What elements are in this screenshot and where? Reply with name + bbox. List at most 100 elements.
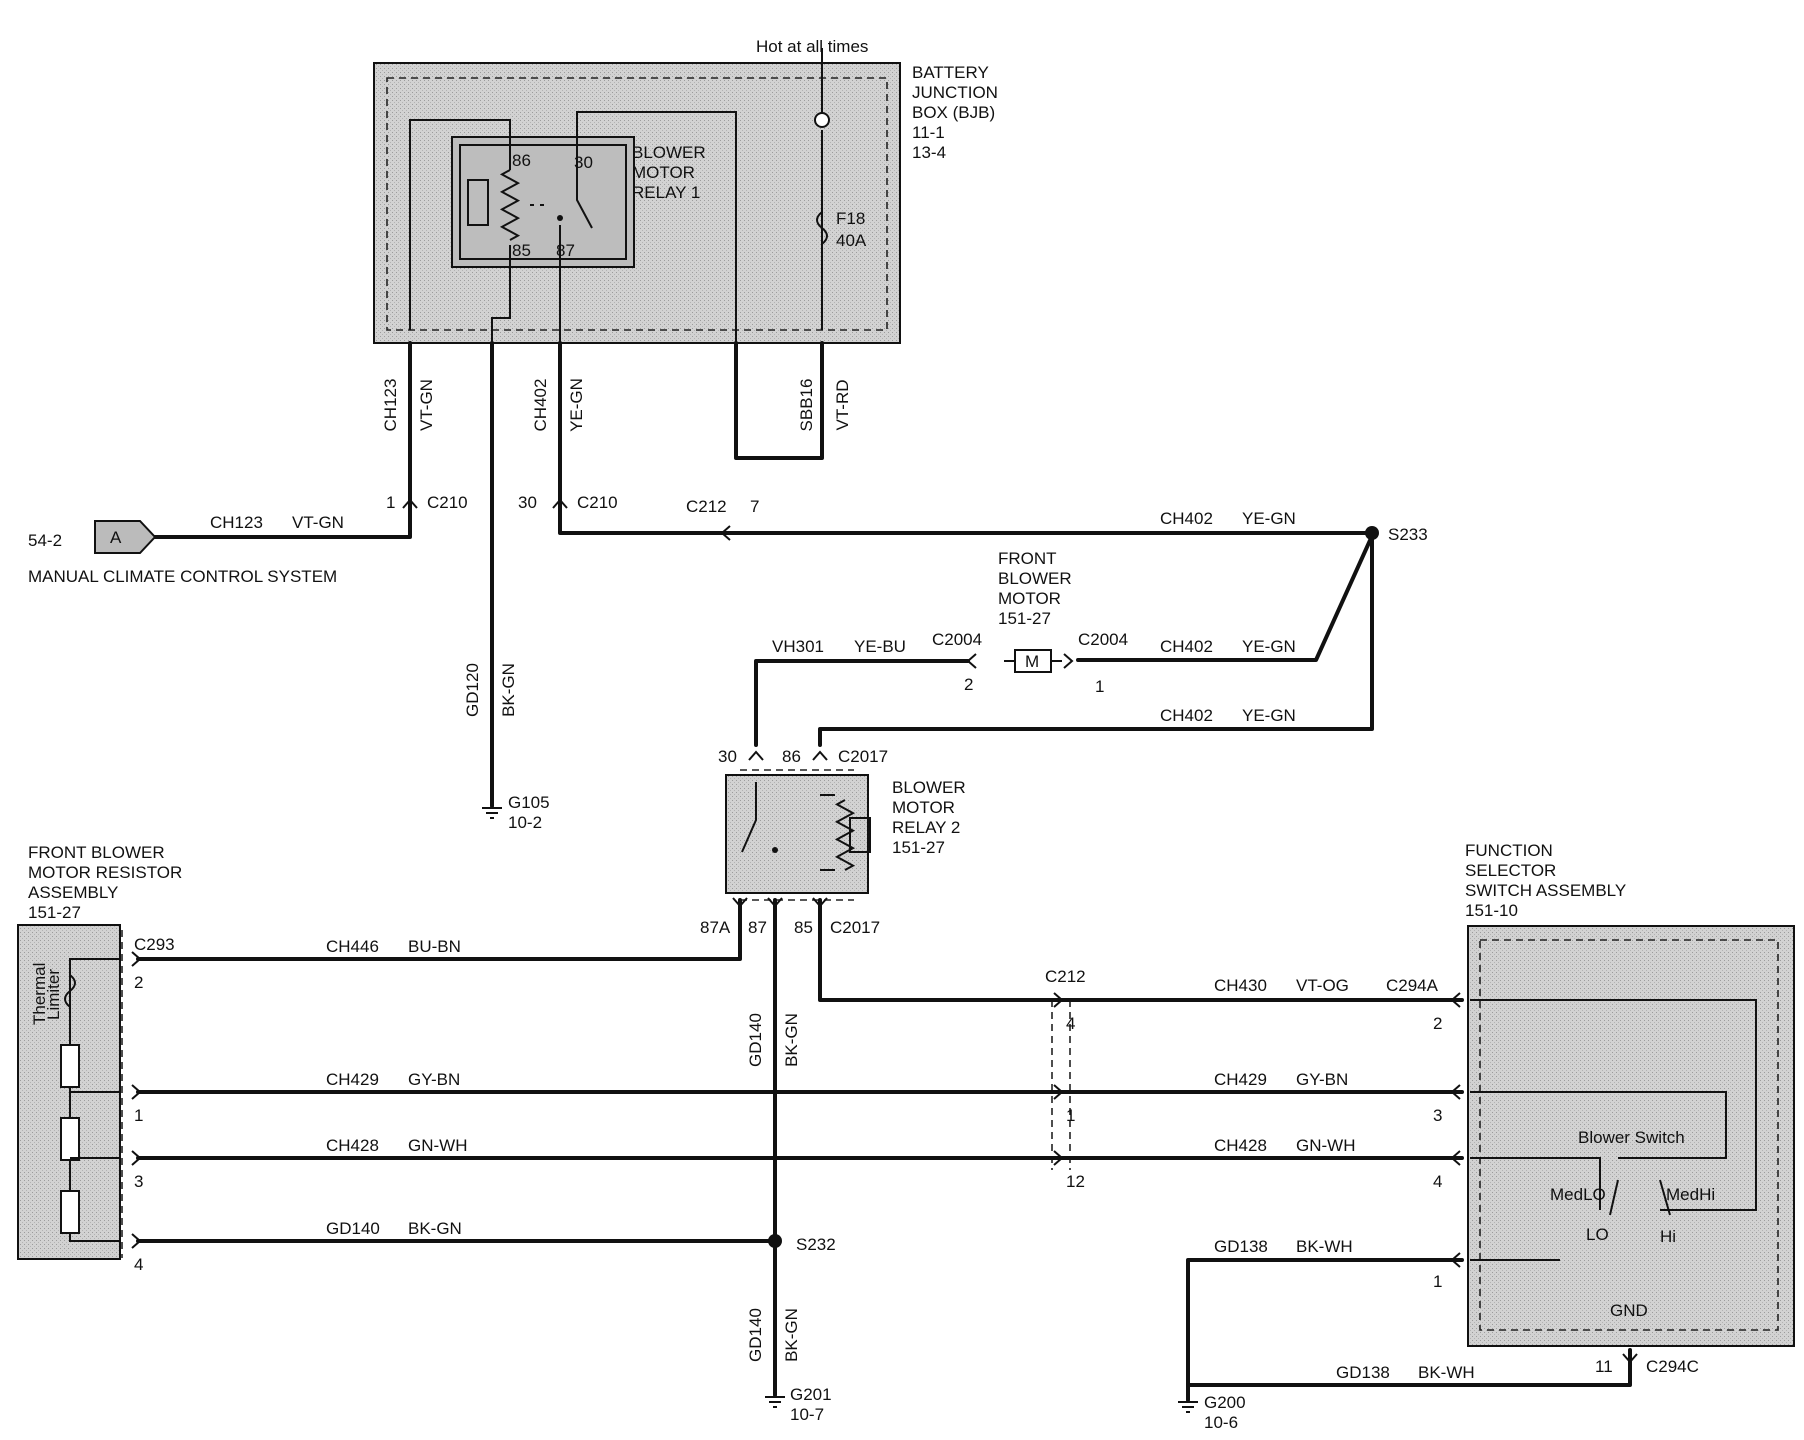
relay2-pin85-arrow: [812, 897, 828, 908]
selector-assembly-label-line-1: FUNCTION: [1465, 841, 1553, 860]
wire-ch402-c210-color: YE-GN: [1242, 509, 1296, 528]
relay2-pin-87: 87: [748, 918, 767, 937]
relay1-inner: [459, 144, 627, 260]
c294a-pin2-arrow: [1450, 992, 1461, 1008]
wire-ch402-relay2-circuit: CH402: [1160, 706, 1213, 725]
c212-pin7-arrow: [720, 525, 731, 541]
relay2-pin-30: 30: [718, 747, 737, 766]
wire-ch446-circuit: CH446: [326, 937, 379, 956]
wire-gd120-vertical-color: BK-GN: [499, 663, 518, 717]
wire-gd138-bk-wh-upper: [1186, 1258, 1464, 1402]
wire-gd138-lower-circuit: GD138: [1336, 1363, 1390, 1382]
front-blower-motor-label-line-3: MOTOR: [998, 589, 1061, 608]
relay1-label-line-1: BLOWER: [632, 143, 706, 162]
ground-g201-id: G201: [790, 1385, 832, 1404]
wire-ch429-right-circuit: CH429: [1214, 1070, 1267, 1089]
relay2-pin-85: 85: [794, 918, 813, 937]
wire-ch430-vt-og: [818, 898, 1464, 1002]
wire-ch430-color: VT-OG: [1296, 976, 1349, 995]
switch-pos-lo: LO: [1586, 1225, 1609, 1244]
switch-pos-hi: Hi: [1660, 1227, 1676, 1246]
resistor-taps: [70, 1091, 120, 1159]
relay2-pin86-arrow: [812, 750, 828, 761]
wire-relay1-85-internal: [491, 245, 511, 343]
wire-vh301-circuit: VH301: [772, 637, 824, 656]
selector-assembly-label-line-2: SELECTOR: [1465, 861, 1556, 880]
relay1-box: [451, 136, 635, 268]
relay1-pin-30: 30: [574, 153, 593, 172]
selector-gnd-label: GND: [1610, 1301, 1648, 1320]
wire-gd140-upper-vertical-circuit: GD140: [746, 1013, 765, 1067]
bjb-dashed-outline: [386, 77, 888, 331]
c210-label-a: C210: [427, 493, 468, 512]
wire-gd138-lower-color: BK-WH: [1418, 1363, 1475, 1382]
selector-pin-1: 1: [1433, 1272, 1442, 1291]
wire-ch402-motor-circuit: CH402: [1160, 637, 1213, 656]
wire-ch123-vt-gn-horizontal: [150, 496, 412, 539]
c294a-pin1-arrow: [1450, 1252, 1461, 1268]
wire-ch428-right-color: GN-WH: [1296, 1136, 1355, 1155]
relay2-coil-leads: [820, 794, 835, 871]
wire-vh301-color: YE-BU: [854, 637, 906, 656]
c212-pin-12: 12: [1066, 1172, 1085, 1191]
relay2-pin-86: 86: [782, 747, 801, 766]
c294a-label: C294A: [1386, 976, 1439, 995]
relay2-label-line-4: 151-27: [892, 838, 945, 857]
c2017-label-top: C2017: [838, 747, 888, 766]
splice-s232: [768, 1234, 782, 1248]
ground-g200-ref: 10-6: [1204, 1413, 1238, 1432]
wire-relay1-30-internal: [576, 111, 737, 343]
resistor-pin-1: 1: [134, 1106, 143, 1125]
wire-ch402-vertical-color: YE-GN: [567, 378, 586, 432]
ground-g200-id: G200: [1204, 1393, 1246, 1412]
thermal-limiter-word-2: Limiter: [44, 969, 63, 1020]
relay1-contact-87: [557, 215, 563, 221]
wire-ch402-ye-gn-c210: [558, 341, 1374, 535]
resistor-assembly-label-line-3: ASSEMBLY: [28, 883, 118, 902]
bjb-label-line-4: 11-1: [912, 123, 945, 142]
relay2-pin87a-arrow: [732, 897, 748, 908]
resistor-pin-4: 4: [134, 1255, 143, 1274]
selector-internal-wiring: [1470, 999, 1757, 1261]
resistor-element-2: [60, 1117, 80, 1161]
selector-pin-2: 2: [1433, 1014, 1442, 1033]
relay2-coil: [834, 799, 856, 871]
switch-pos-medlo: MedLO: [1550, 1185, 1606, 1204]
c293-pin1-arrow: [131, 1084, 142, 1100]
relay1-label-line-3: RELAY 1: [632, 183, 700, 202]
thermal-limiter-symbol: [64, 974, 76, 1008]
c212-pin-1: 1: [1066, 1106, 1075, 1125]
wire-gd140-upper-vertical-color: BK-GN: [782, 1013, 801, 1067]
resistor-assembly-label-line-1: FRONT BLOWER: [28, 843, 165, 862]
fuse-f18-symbol: [816, 211, 828, 245]
wire-ch446-bu-bn: [136, 898, 742, 961]
ground-g105-id: G105: [508, 793, 550, 812]
wire-gd138-upper-circuit: GD138: [1214, 1237, 1268, 1256]
relay1-switch-arm: [576, 160, 593, 229]
selector-assembly-label-line-4: 151-10: [1465, 901, 1518, 920]
c2004-pin2-arrow: [966, 653, 977, 669]
splice-s233: [1365, 526, 1379, 540]
relay1-pin-85: 85: [512, 241, 531, 260]
front-blower-motor-label-line-4: 151-27: [998, 609, 1051, 628]
ground-g200-symbol: [1178, 1401, 1198, 1413]
relay2-pin87-arrow: [767, 897, 783, 908]
wire-vh301-ye-bu: [754, 659, 970, 747]
hot-bus-terminal: [814, 112, 830, 128]
wire-gd138-bk-wh-lower: [1186, 1348, 1632, 1387]
c2004-label-right: C2004: [1078, 630, 1128, 649]
wire-gd120-vertical-circuit: GD120: [463, 663, 482, 717]
relay2-dashed: [740, 769, 854, 901]
resistor-internal-path: [69, 958, 120, 1242]
c210-pin1: 1: [386, 493, 395, 512]
wire-ch429-left-color: GY-BN: [408, 1070, 460, 1089]
c212-pin1-arrow: [1053, 1084, 1064, 1100]
selector-box: [1467, 925, 1795, 1347]
wire-ch123-vertical-color: VT-GN: [417, 379, 436, 431]
c293-pin3-arrow: [131, 1150, 142, 1166]
wire-gd140-lower-vertical-circuit: GD140: [746, 1308, 765, 1362]
splice-s232-label: S232: [796, 1235, 836, 1254]
mccs-connector-tag: [94, 520, 157, 554]
c293-label: C293: [134, 935, 175, 954]
wire-ch402-ye-gn-motor: [1076, 534, 1374, 662]
